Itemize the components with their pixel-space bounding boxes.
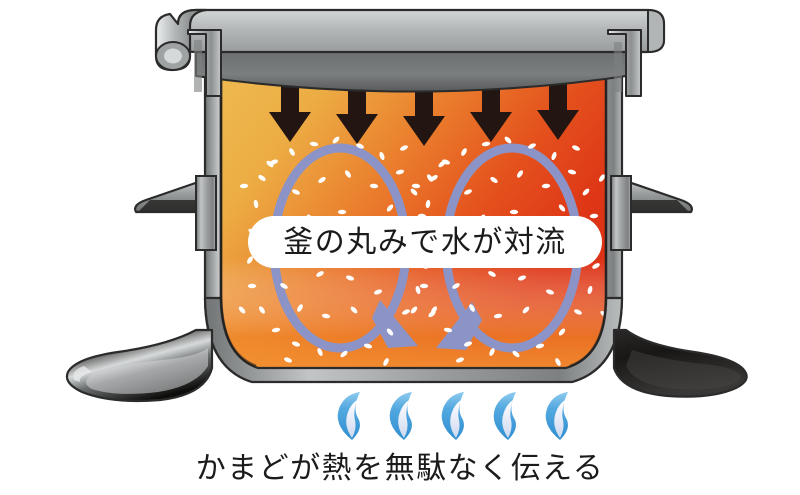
flame bbox=[337, 392, 360, 440]
pot-lid bbox=[154, 8, 666, 97]
flame bbox=[441, 392, 464, 440]
kamado-base-feet bbox=[65, 328, 748, 403]
gas-flames bbox=[337, 392, 568, 440]
heat-arrow bbox=[537, 64, 579, 140]
heat-arrow bbox=[269, 60, 311, 142]
heat-arrow bbox=[470, 62, 512, 142]
convection-banner: 釜の丸みで水が対流 bbox=[248, 216, 602, 268]
heat-arrow bbox=[336, 60, 378, 144]
banner-label: 釜の丸みで水が対流 bbox=[283, 226, 567, 259]
side-flange-left bbox=[134, 175, 217, 251]
bottom-caption: かまどが熱を無駄なく伝える bbox=[196, 452, 605, 485]
flame bbox=[389, 392, 412, 440]
downward-heat-arrows bbox=[269, 60, 579, 146]
flame bbox=[493, 392, 516, 440]
pot-metal-shell bbox=[203, 50, 624, 384]
flame bbox=[545, 392, 568, 440]
heat-arrow bbox=[403, 62, 445, 146]
side-flange-right bbox=[610, 175, 693, 251]
